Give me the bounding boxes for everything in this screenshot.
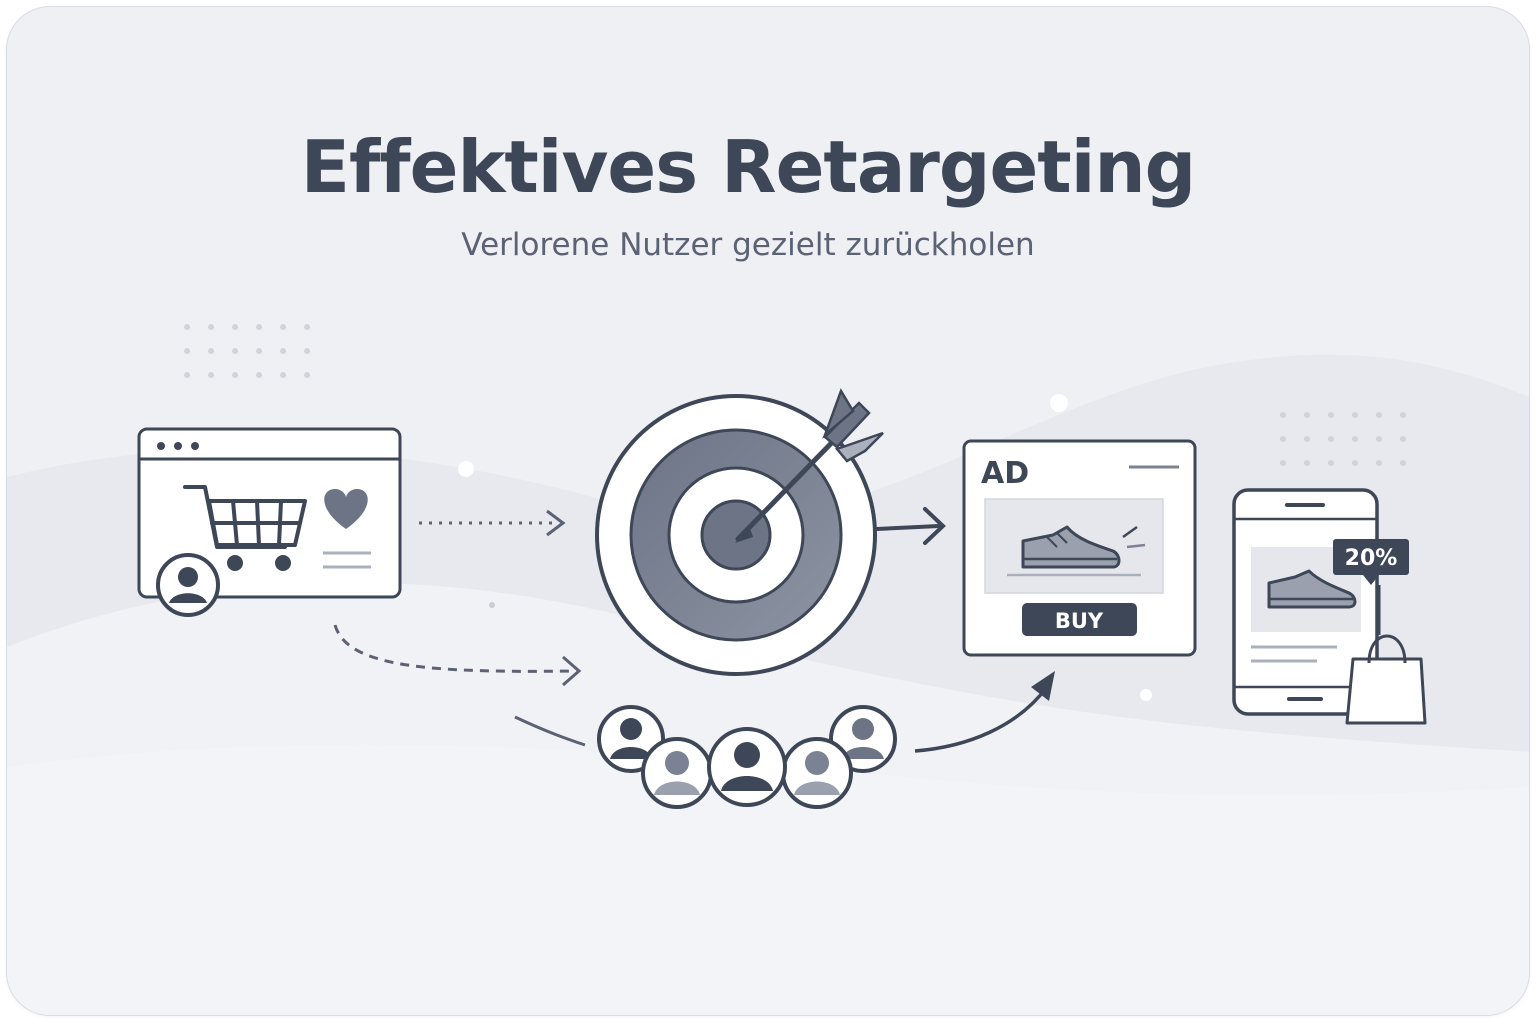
sneaker-icon: [1267, 569, 1357, 609]
discount-badge: 20%: [1333, 539, 1409, 585]
sneaker-icon: [1021, 525, 1146, 569]
shopping-bag-icon: [1345, 634, 1427, 725]
heart-icon: [324, 489, 368, 529]
user-avatar-icon: [156, 553, 220, 617]
page-subtitle: Verlorene Nutzer gezielt zurückholen: [461, 227, 1035, 263]
diagram-canvas: Effektives Retargeting Verlorene Nutzer …: [6, 6, 1530, 1016]
discount-label: 20%: [1345, 546, 1398, 571]
buy-button: [1022, 603, 1137, 636]
flow-arrow-return: [333, 624, 582, 687]
ad-banner-icon: AD BUY: [962, 439, 1197, 657]
smartphone-icon: 20%: [1232, 488, 1427, 725]
user-avatar-icon: [597, 705, 665, 773]
user-avatar-icon: [641, 737, 713, 809]
browser-window-icon: [137, 427, 402, 617]
sparkle-dots: [458, 394, 1152, 701]
user-group-icon: [514, 671, 1055, 809]
ad-tag: AD: [981, 456, 1029, 491]
shopping-cart-icon: [183, 485, 307, 571]
dot-grid-right: [1280, 412, 1406, 466]
retargeting-flow-diagram: AD BUY: [7, 324, 1529, 1015]
flow-arrow-ad: [875, 507, 946, 545]
buy-button-label: BUY: [1055, 609, 1104, 633]
dot-grid-left: [184, 324, 310, 378]
flow-arrow-visit: [419, 509, 566, 537]
bullseye-target-icon: [595, 394, 877, 676]
dart-arrow-icon: [735, 388, 884, 543]
user-avatar-icon: [707, 727, 787, 807]
user-avatar-icon: [781, 737, 853, 809]
page-title: Effektives Retargeting: [300, 125, 1196, 209]
